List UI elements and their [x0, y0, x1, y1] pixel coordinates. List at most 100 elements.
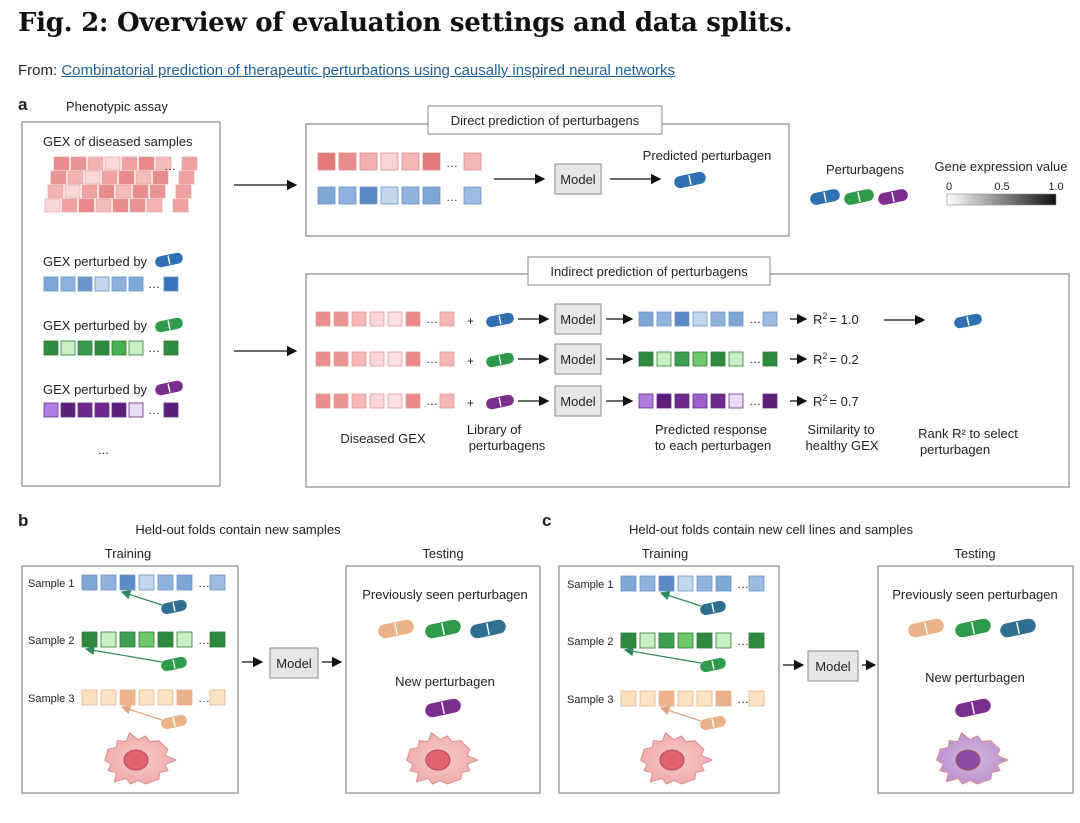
gex-square [387, 311, 403, 327]
gex-square [100, 689, 117, 706]
row-ellipsis: … [426, 352, 438, 366]
gex-square [359, 152, 378, 171]
pill-icon [155, 317, 183, 333]
sample-label: Sample 1 [567, 579, 613, 591]
gex-square-row: … [620, 690, 765, 707]
gex-square [81, 631, 98, 648]
gex-square [81, 574, 98, 591]
panel-b-testing-box [345, 565, 541, 794]
gex-square-row: … [638, 393, 778, 409]
gex-square [44, 198, 61, 213]
teal-pill-icon [1000, 618, 1036, 638]
panel-b-testing-content [378, 619, 506, 785]
gex-perturbed-label-2: GEX perturbed by [43, 318, 148, 333]
sample-label: Sample 1 [28, 578, 74, 590]
gex-square [70, 156, 87, 171]
gex-square [656, 311, 672, 327]
gex-square [163, 402, 179, 418]
gex-square [620, 632, 637, 649]
gex-square [77, 402, 93, 418]
row-ellipsis: … [198, 691, 210, 705]
effect-arrow [120, 705, 163, 721]
gex-square [638, 351, 654, 367]
row-ellipsis: … [148, 341, 160, 355]
gex-square [157, 574, 174, 591]
gex-square [405, 393, 421, 409]
gex-square [748, 632, 765, 649]
effect-arrow [623, 646, 702, 664]
purple-pill-icon [878, 189, 908, 205]
pill-icon [700, 715, 726, 731]
sample-label: Sample 2 [28, 635, 74, 647]
effect-arrow [659, 706, 702, 722]
panel-c-training-content: Sample 1…Sample 2…Sample 3… [567, 575, 765, 785]
gex-square [157, 631, 174, 648]
gex-square [77, 276, 93, 292]
gex-square-row: … [620, 575, 765, 592]
gex-square-row: … [638, 351, 778, 367]
gex-square [87, 156, 104, 171]
blue-perturbagen-icon [155, 252, 183, 268]
gex-square [422, 186, 441, 205]
green-pill-icon [425, 619, 461, 639]
legend-perturbagens: Perturbagens [826, 162, 905, 177]
purple-perturbed-gex-row: … [43, 402, 179, 418]
model-box [554, 303, 602, 335]
gex-square [639, 690, 656, 707]
gex-square [317, 186, 336, 205]
gex-square [53, 156, 70, 171]
gex-square-row: … [43, 276, 179, 292]
panel-b-training: Training [105, 546, 151, 561]
gex-square [138, 574, 155, 591]
gex-square-row: … [315, 351, 455, 367]
article-link[interactable]: Combinatorial prediction of therapeutic … [61, 62, 676, 79]
gex-square [60, 276, 76, 292]
row-ellipsis: … [737, 577, 749, 591]
model-label: Model [560, 312, 596, 327]
row-ellipsis: … [737, 634, 749, 648]
gex-square [100, 574, 117, 591]
gex-square [119, 574, 136, 591]
gex-square [176, 631, 193, 648]
cell-nucleus [425, 749, 451, 771]
gex-square [132, 184, 149, 199]
gex-square [112, 198, 129, 213]
gex-square [138, 689, 155, 706]
gex-perturbed-label-3: GEX perturbed by [43, 382, 148, 397]
row-ellipsis: … [749, 312, 761, 326]
pill-icon [161, 656, 187, 672]
panel-b-model-label: Model [276, 656, 312, 671]
assay-title: Phenotypic assay [66, 99, 168, 114]
gex-square [422, 152, 441, 171]
gex-square [163, 276, 179, 292]
diseased-sample-stack: … [44, 156, 198, 213]
panel-c-testing-box [877, 565, 1074, 794]
cell-icon [104, 731, 178, 785]
panel-c-new-perturbagen: New perturbagen [925, 670, 1025, 685]
gex-square [710, 311, 726, 327]
gex-square [333, 393, 349, 409]
row-ellipsis: … [148, 277, 160, 291]
gex-square [748, 690, 765, 707]
gex-square [60, 340, 76, 356]
plus-sign: + [467, 354, 474, 368]
panel-b-new-perturbagen: New perturbagen [395, 674, 495, 689]
gex-square [620, 575, 637, 592]
selected-pill-icon [954, 313, 982, 329]
gex-square [118, 170, 135, 185]
panel-b-title: Held-out folds contain new samples [135, 522, 341, 537]
plus-sign: + [467, 314, 474, 328]
gex-square [710, 393, 726, 409]
gex-square [405, 351, 421, 367]
gex-square [369, 311, 385, 327]
direct-prediction-box [305, 123, 790, 237]
gex-square [181, 156, 198, 171]
gex-square [762, 311, 778, 327]
gex-square-row: … [43, 402, 179, 418]
gex-square [128, 340, 144, 356]
panel-a-letter: a [18, 95, 28, 114]
scale-tick-1: 1.0 [1048, 181, 1063, 193]
gex-square [50, 170, 67, 185]
legend-pill-icons [810, 189, 908, 205]
gex-square [696, 575, 713, 592]
